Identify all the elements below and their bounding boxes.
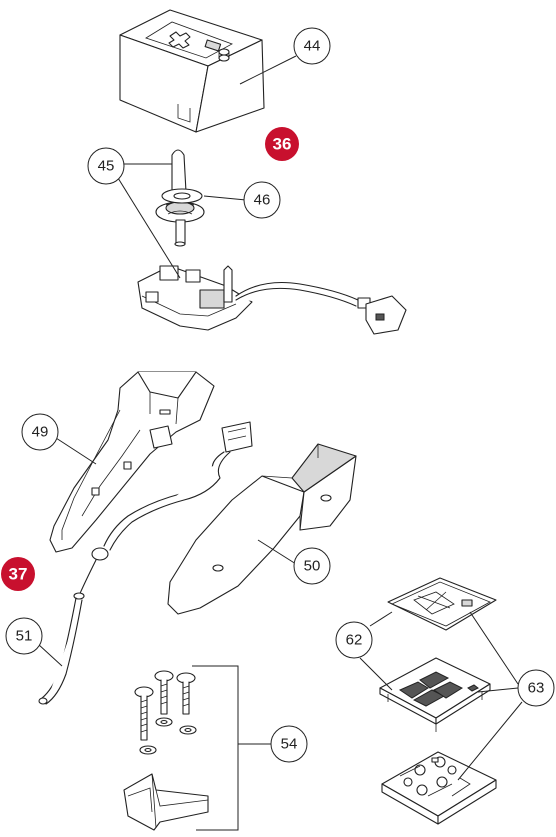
group-badge-36: 36 xyxy=(265,127,299,161)
callout-62: 62 xyxy=(335,621,373,659)
callout-49: 49 xyxy=(21,413,59,451)
callout-54-label: 54 xyxy=(281,736,298,753)
callout-62-label: 62 xyxy=(346,632,363,649)
leader-45b xyxy=(117,177,181,279)
leader-49 xyxy=(55,437,97,465)
leader-44 xyxy=(239,55,297,85)
callout-51-label: 51 xyxy=(16,628,33,645)
callout-49-label: 49 xyxy=(32,424,49,441)
callout-44-label: 44 xyxy=(304,38,321,55)
part-63-keypad-overlay xyxy=(387,577,497,631)
callout-50-label: 50 xyxy=(304,558,321,575)
callout-63-label: 63 xyxy=(528,680,545,697)
part-63-switch-board xyxy=(381,751,497,825)
callout-54: 54 xyxy=(270,725,308,763)
leader-lines xyxy=(37,55,523,831)
callout-46-label: 46 xyxy=(254,192,271,209)
part-49-handle-core xyxy=(49,371,253,600)
leader-51 xyxy=(37,643,63,667)
leader-63 xyxy=(457,611,523,781)
callout-46: 46 xyxy=(243,181,281,219)
callout-63: 63 xyxy=(517,669,555,707)
group-badge-37-label: 37 xyxy=(9,565,28,584)
part-51-cable xyxy=(38,597,83,705)
leader-50 xyxy=(257,539,297,565)
callout-45-label: 45 xyxy=(98,158,115,175)
leader-62 xyxy=(359,611,393,691)
callout-45: 45 xyxy=(87,147,125,185)
group-badge-36-label: 36 xyxy=(273,135,292,154)
callout-50: 50 xyxy=(293,547,331,585)
leader-54 xyxy=(192,665,272,831)
callout-44: 44 xyxy=(293,27,331,65)
part-45-joystick-lever xyxy=(155,149,205,247)
part-54-hardware-kit xyxy=(123,670,209,831)
part-45-switch-base-assembly xyxy=(137,265,407,335)
part-50-handle-shell xyxy=(167,443,357,615)
part-62-keypad-frame xyxy=(379,657,491,732)
callout-51: 51 xyxy=(5,617,43,655)
part-44-cover-housing xyxy=(119,9,265,133)
leader-46 xyxy=(203,195,247,201)
group-badge-37: 37 xyxy=(1,557,35,591)
